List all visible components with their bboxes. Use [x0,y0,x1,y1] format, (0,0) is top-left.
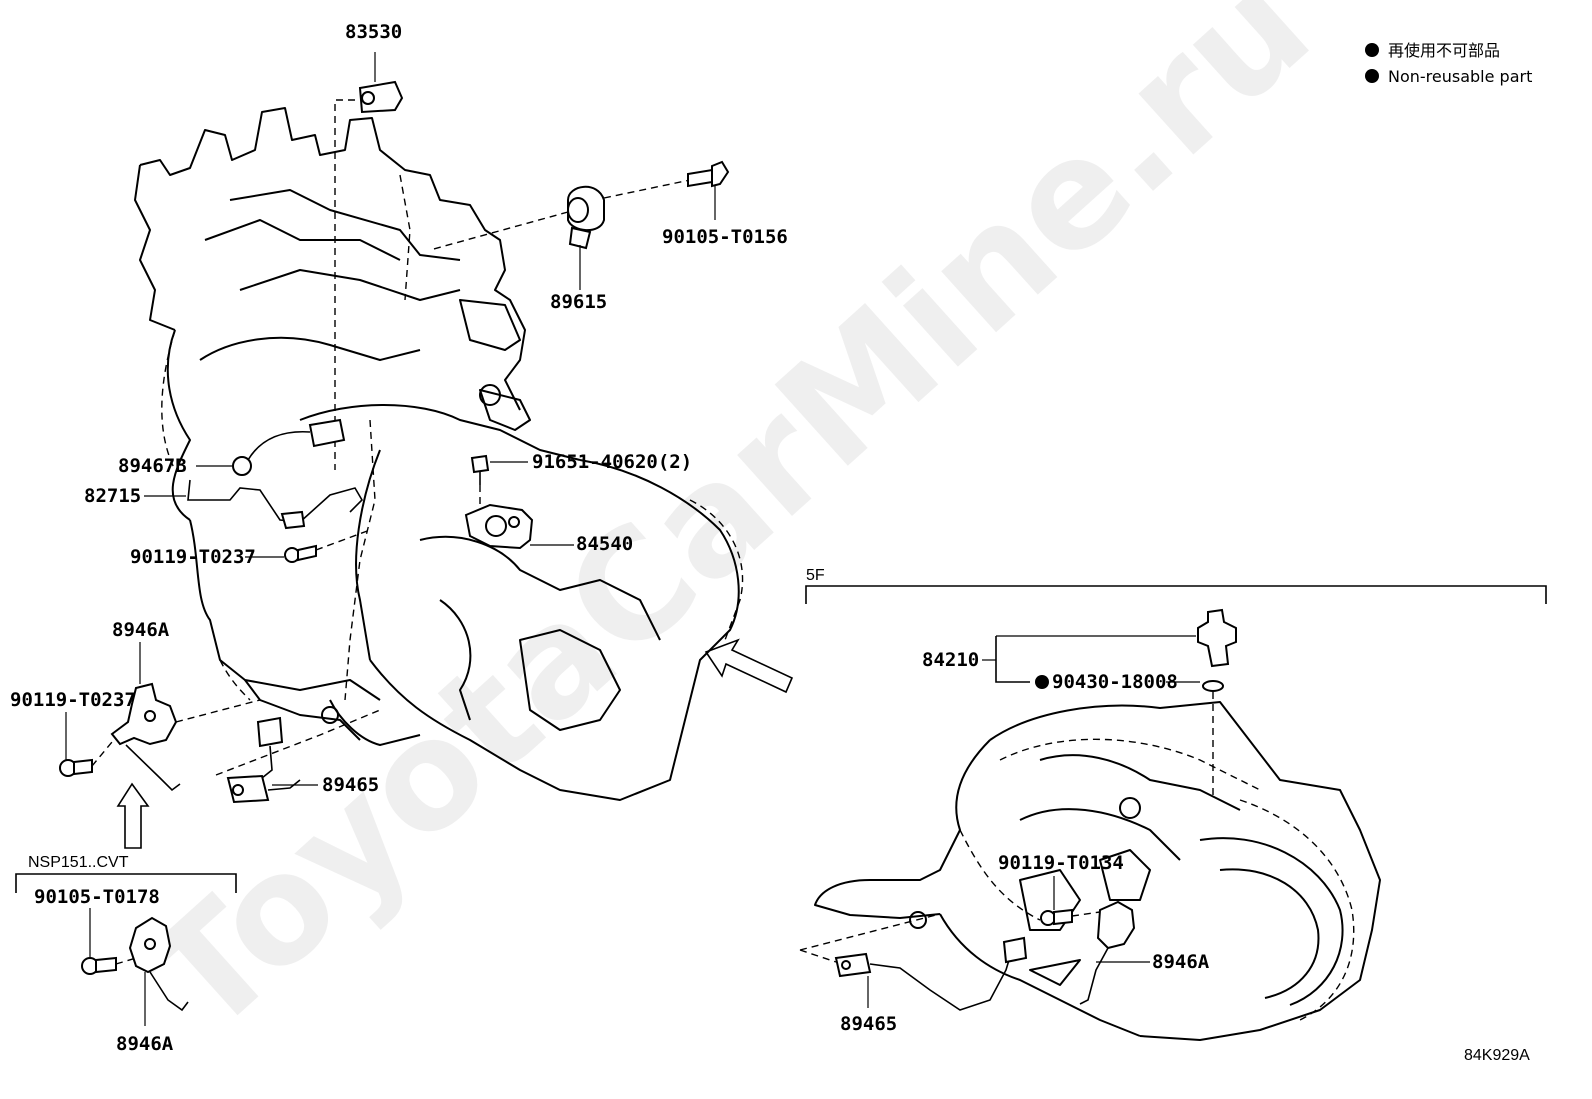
group-5f: 5F [805,567,1547,604]
label-90119-T0134: 90119-T0134 [998,852,1124,874]
label-84210: 84210 [922,649,979,671]
label-90119-T0237-upper: 90119-T0237 [130,546,256,568]
part-90119-T0237-lower [59,712,113,777]
label-90119-T0237-lower: 90119-T0237 [10,689,136,711]
label-90430-18008: 90430-18008 [1052,671,1178,693]
view-arrow-up-icon [116,782,150,849]
label-89467B: 89467B [118,455,187,477]
drawing-code: 84K929A [1464,1047,1530,1064]
legend-english: Non-reusable part [1388,67,1532,86]
label-8946A-upper: 8946A [112,619,170,641]
non-reusable-dot-icon [1365,69,1379,83]
non-reusable-dot-icon [1365,43,1379,57]
label-89465-right: 89465 [840,1013,897,1035]
part-89615 [429,160,730,290]
view-arrow-icon [704,638,794,694]
engine-transaxle-outline [134,107,744,801]
part-84210 [982,608,1237,800]
part-8946A-upper [110,642,261,792]
label-91651-40620: 91651-40620(2) [532,451,692,473]
part-89467B [196,418,346,476]
group-label-5f: 5F [806,567,825,584]
label-8946A-right: 8946A [1152,951,1210,973]
part-90119-T0237-upper [245,529,371,563]
part-8946A-right [1079,900,1150,1005]
part-91651-40620 [470,454,528,515]
label-8946A-lower: 8946A [116,1033,174,1055]
group-label-cvt: NSP151..CVT [28,854,129,871]
part-89465-left [215,709,381,804]
label-84540: 84540 [576,533,633,555]
part-82715 [144,479,364,530]
manual-transaxle-outline [814,701,1381,1041]
label-82715: 82715 [84,485,141,507]
part-89465-right [799,913,1028,1011]
part-84540 [464,503,574,550]
label-90105-T0178: 90105-T0178 [34,886,160,908]
part-83530 [334,52,404,470]
group-cvt: NSP151..CVT [15,854,237,893]
legend-japanese: 再使用不可部品 [1388,41,1500,60]
non-reusable-dot-icon [1035,675,1049,689]
label-83530: 83530 [345,21,402,43]
label-89465-left: 89465 [322,774,379,796]
label-89615: 89615 [550,291,607,313]
legend: 再使用不可部品 Non-reusable part [1365,41,1532,86]
label-90105-T0156: 90105-T0156 [662,226,788,248]
part-8946A-lower [128,916,189,1026]
watermark-text: ToyotaCarMine.ru [118,0,1343,1067]
part-90105-T0178 [81,908,137,975]
part-90119-T0134 [1040,876,1101,926]
